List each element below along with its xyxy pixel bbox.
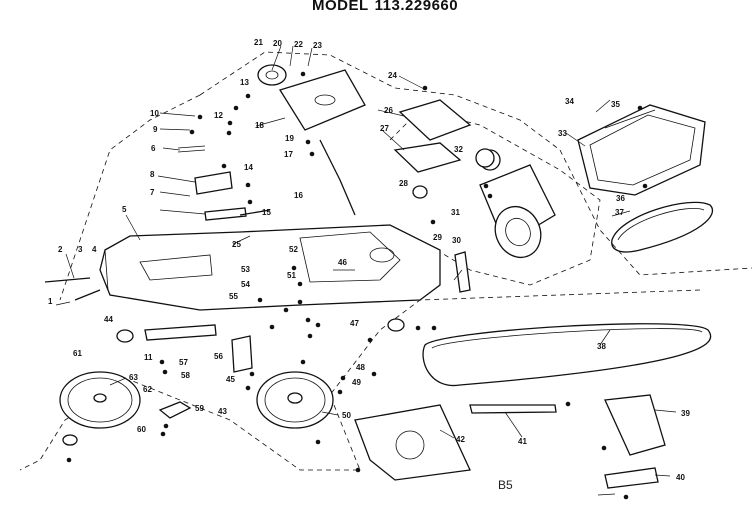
- callout-12: 12: [214, 111, 223, 120]
- callout-7: 7: [150, 188, 155, 197]
- callout-40: 40: [676, 473, 685, 482]
- page-code: B5: [498, 478, 513, 492]
- callout-54: 54: [241, 280, 250, 289]
- callout-5: 5: [122, 205, 127, 214]
- callout-16: 16: [294, 191, 303, 200]
- bearing-48: [387, 318, 405, 332]
- callout-46: 46: [338, 258, 347, 267]
- model-label: MODEL: [312, 0, 369, 14]
- callout-21: 21: [254, 38, 263, 47]
- knob-61: [62, 434, 78, 446]
- belt-37: [611, 201, 714, 253]
- pulley-32: [475, 148, 495, 168]
- callout-17: 17: [284, 150, 293, 159]
- plate-42: [354, 404, 471, 481]
- callout-56: 56: [214, 352, 223, 361]
- upper-arm-assembly: [177, 64, 366, 221]
- bracket-40: [604, 467, 659, 489]
- callout-47: 47: [350, 319, 359, 328]
- callout-41: 41: [518, 437, 527, 446]
- slide-57: [144, 324, 217, 341]
- model-title: MODEL 113.229660: [312, 0, 464, 14]
- bolt-2: [44, 277, 91, 283]
- lower-wheel-63: [59, 371, 141, 429]
- callout-45: 45: [226, 375, 235, 384]
- callout-4: 4: [92, 245, 97, 254]
- callout-62: 62: [143, 385, 152, 394]
- callout-13: 13: [240, 78, 249, 87]
- callout-15: 15: [262, 208, 271, 217]
- callout-35: 35: [611, 100, 620, 109]
- callout-57: 57: [179, 358, 188, 367]
- callout-42: 42: [456, 435, 465, 444]
- belt-guard: [577, 104, 706, 196]
- callout-31: 31: [451, 208, 460, 217]
- callout-55: 55: [229, 292, 238, 301]
- bearing-44: [116, 329, 134, 343]
- leader-lines: [55, 45, 677, 496]
- callout-8: 8: [150, 170, 155, 179]
- callout-36: 36: [616, 194, 625, 203]
- callout-44: 44: [104, 315, 113, 324]
- callout-63: 63: [129, 373, 138, 382]
- callout-22: 22: [294, 40, 303, 49]
- lower-wheel-50: [256, 371, 334, 429]
- guide-59: [158, 401, 192, 419]
- base-frame: [99, 224, 441, 311]
- callout-58: 58: [181, 371, 190, 380]
- callout-24: 24: [388, 71, 397, 80]
- callout-37: 37: [615, 208, 624, 217]
- assembly-outline-dashed: [19, 51, 752, 471]
- callout-3: 3: [78, 245, 83, 254]
- callout-49: 49: [352, 378, 361, 387]
- callout-26: 26: [384, 106, 393, 115]
- callout-labels: 1 2 3 4 5 6 7 8 9 10 11 12 13 14 15 16 1…: [48, 38, 690, 482]
- washer-28: [412, 185, 428, 199]
- callout-19: 19: [285, 134, 294, 143]
- callout-59: 59: [195, 404, 204, 413]
- callout-23: 23: [313, 41, 322, 50]
- callout-32: 32: [454, 145, 463, 154]
- callout-27: 27: [380, 124, 389, 133]
- shaft-1: [74, 289, 101, 301]
- callout-43: 43: [218, 407, 227, 416]
- bracket-39: [604, 394, 666, 456]
- callout-52: 52: [289, 245, 298, 254]
- callout-30: 30: [452, 236, 461, 245]
- guide-bracket: [231, 335, 253, 373]
- callout-2: 2: [58, 245, 63, 254]
- callout-25: 25: [232, 240, 241, 249]
- callout-6: 6: [151, 144, 156, 153]
- callout-61: 61: [73, 349, 82, 358]
- plate-27: [393, 142, 462, 173]
- model-number: 113.229660: [374, 0, 459, 14]
- callout-9: 9: [153, 125, 158, 134]
- callout-14: 14: [244, 163, 253, 172]
- callout-39: 39: [681, 409, 690, 418]
- callout-10: 10: [150, 109, 159, 118]
- hardware-marks: [66, 71, 648, 500]
- callout-29: 29: [433, 233, 442, 242]
- callout-38: 38: [597, 342, 606, 351]
- callout-33: 33: [558, 129, 567, 138]
- blade-38: [422, 323, 712, 387]
- callout-28: 28: [399, 179, 408, 188]
- rail-41: [469, 404, 557, 414]
- callout-1: 1: [48, 297, 53, 306]
- callout-48: 48: [356, 363, 365, 372]
- callout-20: 20: [273, 39, 282, 48]
- callout-34: 34: [565, 97, 574, 106]
- motor: [454, 149, 556, 293]
- callout-60: 60: [137, 425, 146, 434]
- callout-11: 11: [144, 353, 153, 362]
- callout-53: 53: [241, 265, 250, 274]
- callout-50: 50: [342, 411, 351, 420]
- callout-18: 18: [255, 121, 264, 130]
- callout-51: 51: [287, 271, 296, 280]
- plate-26: [398, 99, 472, 141]
